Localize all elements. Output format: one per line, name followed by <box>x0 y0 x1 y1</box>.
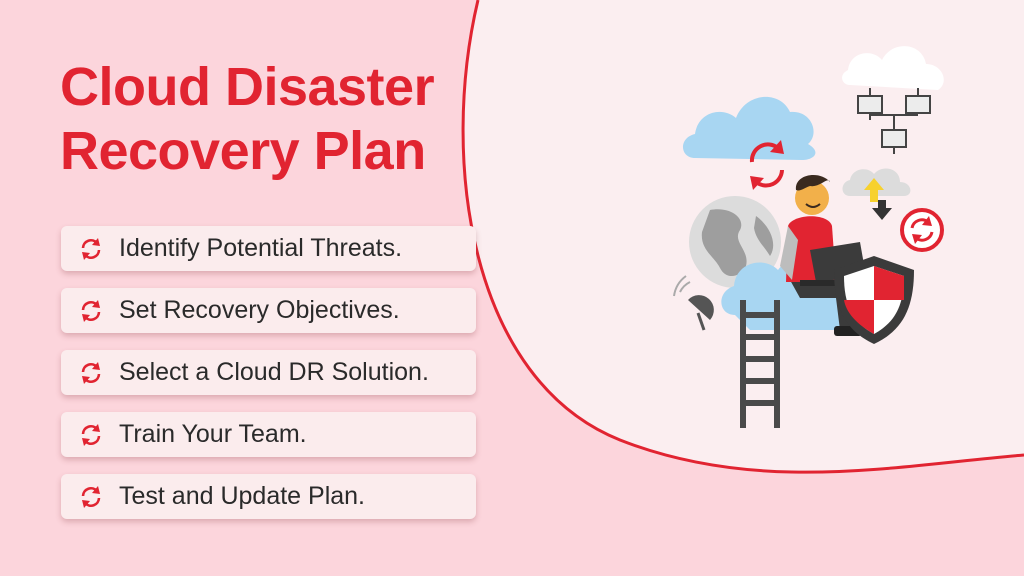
step-label: Set Recovery Objectives. <box>119 296 400 324</box>
shield-icon <box>834 256 914 344</box>
step-item-identify-threats: Identify Potential Threats. <box>61 226 476 271</box>
step-label: Identify Potential Threats. <box>119 234 403 262</box>
sync-icon <box>81 299 101 322</box>
refresh-badge-icon <box>900 208 944 252</box>
step-item-test-update: Test and Update Plan. <box>61 474 476 519</box>
network-cloud-icon <box>842 46 944 154</box>
sync-icon <box>81 485 101 508</box>
sync-icon <box>81 237 101 260</box>
title-line-2: Recovery Plan <box>60 121 426 181</box>
title-line-1: Cloud Disaster <box>60 57 435 117</box>
step-item-select-solution: Select a Cloud DR Solution. <box>61 350 476 395</box>
cloud-icon <box>682 96 816 160</box>
sync-icon <box>749 140 784 190</box>
step-item-train-team: Train Your Team. <box>61 412 476 457</box>
step-item-recovery-objectives: Set Recovery Objectives. <box>61 288 476 333</box>
cloud-transfer-icon <box>842 168 911 220</box>
step-label: Select a Cloud DR Solution. <box>119 358 429 386</box>
ladder-icon <box>740 300 780 428</box>
steps-list: Identify Potential Threats. Set Recovery… <box>61 226 476 536</box>
page-title: Cloud Disaster Recovery Plan <box>60 55 480 183</box>
step-label: Train Your Team. <box>119 420 307 448</box>
cloud-recovery-illustration <box>673 46 944 428</box>
sync-icon <box>81 361 101 384</box>
step-label: Test and Update Plan. <box>119 482 365 510</box>
sync-icon <box>81 423 101 446</box>
satellite-dish-icon <box>673 275 714 331</box>
